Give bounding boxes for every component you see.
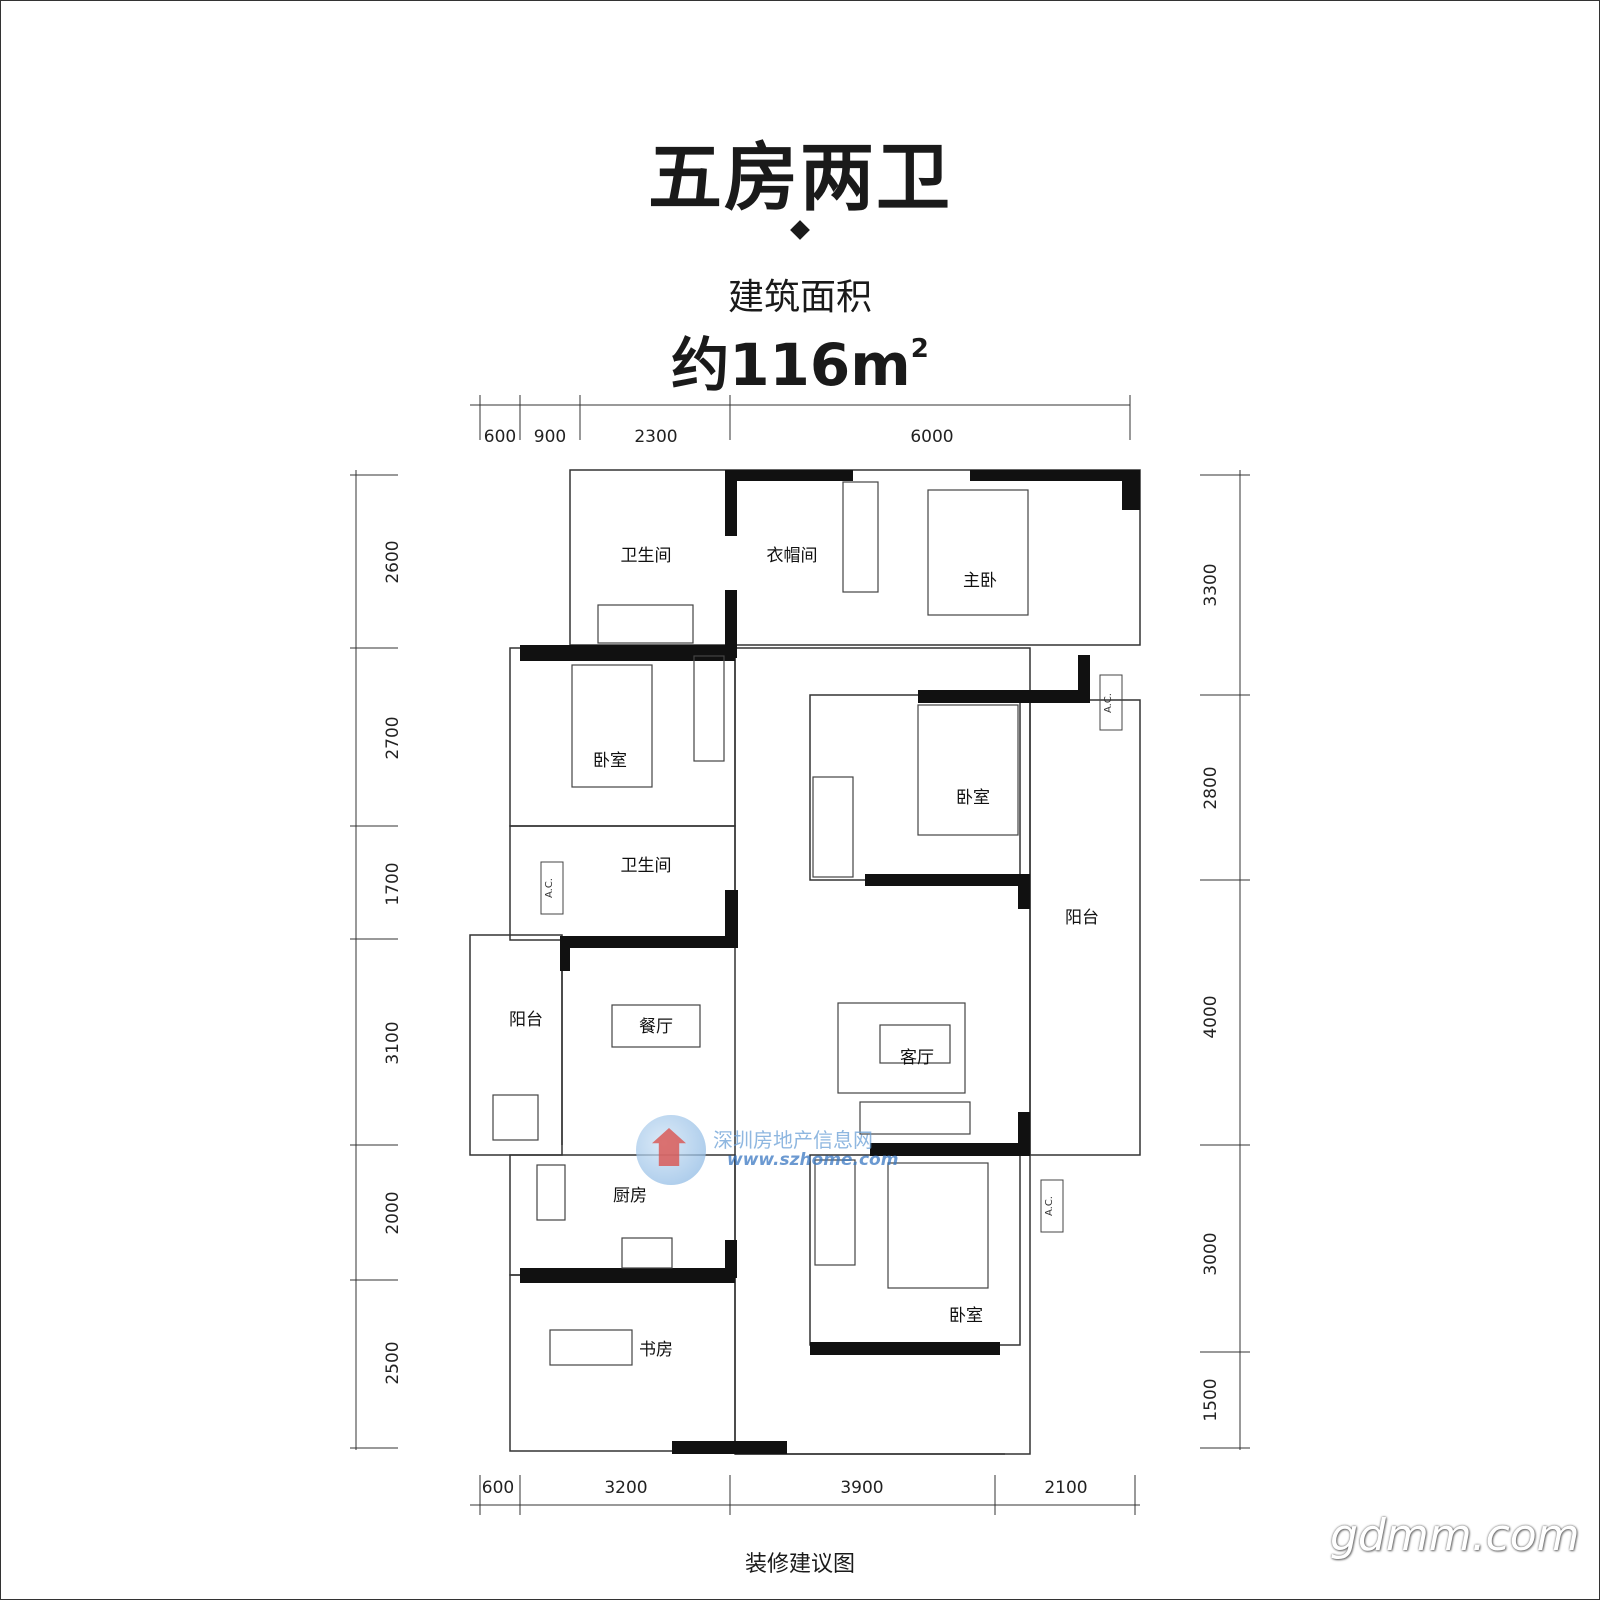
plan-title: 五房两卫 (648, 135, 952, 221)
bathtub (597, 604, 694, 644)
master-bed (927, 489, 1029, 616)
washer (492, 1094, 539, 1141)
watermark-site-url: www.szhome.com (727, 1150, 899, 1170)
bedroom-1-bed (571, 664, 653, 788)
room-kitchen: 厨房 (613, 1186, 647, 1206)
dim-right-5: 1500 (1201, 1378, 1221, 1421)
closet-3 (812, 776, 854, 878)
dim-left-3: 1700 (383, 862, 403, 905)
coffee-table (879, 1024, 951, 1064)
room-balcony-east: 阳台 (1065, 908, 1099, 928)
dining-table (611, 1004, 701, 1048)
ac-label-3: A.C. (1044, 1196, 1055, 1216)
ac-label-1: A.C. (1103, 693, 1114, 713)
room-dining: 餐厅 (639, 1017, 673, 1037)
area-label: 建筑面积 (727, 277, 872, 318)
dim-bottom-4: 2100 (1044, 1478, 1087, 1498)
closet-1 (842, 481, 879, 593)
kitchen-sink (536, 1164, 566, 1221)
living-rug (837, 1002, 966, 1094)
room-bedroom-3: 卧室 (949, 1306, 983, 1326)
dim-left-2: 2700 (383, 716, 403, 759)
room-cloakroom: 衣帽间 (767, 546, 818, 566)
dimension-lines (350, 395, 1250, 1515)
dim-right-1: 3300 (1201, 563, 1221, 606)
dim-left-5: 2000 (383, 1191, 403, 1234)
furniture (492, 481, 1029, 1366)
dim-left-1: 2600 (383, 540, 403, 583)
dim-top-2: 900 (534, 427, 566, 447)
stove (621, 1237, 673, 1269)
dim-bottom-2: 3200 (604, 1478, 647, 1498)
dim-right-4: 3000 (1201, 1232, 1221, 1275)
bedroom-2-bed (917, 704, 1019, 836)
dim-top-3: 2300 (634, 427, 677, 447)
closet-4 (814, 1159, 856, 1266)
area-number: 约116m (671, 331, 911, 399)
room-balcony-west: 阳台 (509, 1010, 543, 1030)
room-study: 书房 (639, 1340, 673, 1360)
closet-2 (693, 655, 725, 762)
dim-right-2: 2800 (1201, 766, 1221, 809)
dim-bottom-3: 3900 (840, 1478, 883, 1498)
dim-top-4: 6000 (910, 427, 953, 447)
room-bathroom-2: 卫生间 (621, 856, 672, 876)
structural-walls (520, 470, 1140, 1454)
ac-label-2: A.C. (544, 878, 555, 898)
ac-units: A.C. A.C. A.C. (540, 674, 1123, 1233)
bedroom-3-bed (887, 1162, 989, 1289)
room-bathroom-1: 卫生间 (621, 546, 672, 566)
room-bedroom-2: 卧室 (956, 788, 990, 808)
watermark-site-name: 深圳房地产信息网 (713, 1128, 873, 1152)
room-bedroom-1: 卧室 (593, 751, 627, 771)
room-master-bedroom: 主卧 (963, 571, 997, 591)
dim-left-6: 2500 (383, 1341, 403, 1384)
study-desk (549, 1329, 633, 1366)
area-value: 约116m2 (0, 318, 1600, 402)
area-unit-superscript: 2 (910, 334, 929, 364)
room-living: 客厅 (900, 1048, 934, 1068)
thin-walls (469, 469, 1141, 1455)
sofa (859, 1101, 971, 1135)
corner-watermark: gdmm.com (1330, 1510, 1580, 1561)
dim-right-3: 4000 (1201, 995, 1221, 1038)
dim-bottom-1: 600 (482, 1478, 514, 1498)
dim-left-4: 3100 (383, 1021, 403, 1064)
dim-top-1: 600 (484, 427, 516, 447)
footer-caption: 装修建议图 (744, 1552, 855, 1577)
